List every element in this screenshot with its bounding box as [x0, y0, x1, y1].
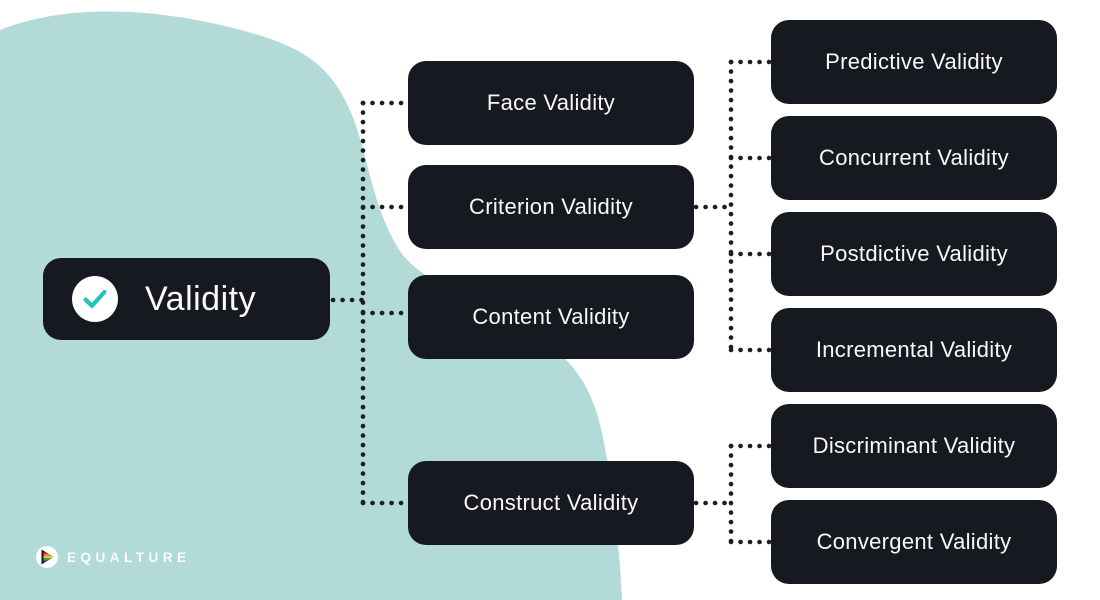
node-criterion-validity: Criterion Validity	[408, 165, 694, 249]
equalture-logo-text: EQUALTURE	[67, 549, 191, 565]
node-content-validity: Content Validity	[408, 275, 694, 359]
check-circle-icon	[72, 276, 118, 322]
equalture-logo-icon	[36, 546, 58, 568]
node-validity: Validity	[43, 258, 330, 340]
node-label: Incremental Validity	[815, 337, 1013, 362]
node-label: Face Validity	[486, 90, 616, 115]
node-concurrent-validity: Concurrent Validity	[771, 116, 1057, 200]
node-construct-validity: Construct Validity	[408, 461, 694, 545]
node-label: Content Validity	[472, 304, 630, 329]
node-label: Predictive Validity	[825, 49, 1003, 74]
node-label: Criterion Validity	[469, 194, 633, 219]
node-label: Convergent Validity	[816, 529, 1012, 554]
node-label: Validity	[145, 279, 257, 318]
node-incremental-validity: Incremental Validity	[771, 308, 1057, 392]
node-face-validity: Face Validity	[408, 61, 694, 145]
node-label: Construct Validity	[463, 490, 639, 515]
node-label: Discriminant Validity	[812, 433, 1016, 458]
node-label: Concurrent Validity	[819, 145, 1009, 170]
node-discriminant-validity: Discriminant Validity	[771, 404, 1057, 488]
node-convergent-validity: Convergent Validity	[771, 500, 1057, 584]
node-label: Postdictive Validity	[820, 241, 1008, 266]
node-predictive-validity: Predictive Validity	[771, 20, 1057, 104]
node-postdictive-validity: Postdictive Validity	[771, 212, 1057, 296]
equalture-logo: EQUALTURE	[36, 546, 191, 568]
